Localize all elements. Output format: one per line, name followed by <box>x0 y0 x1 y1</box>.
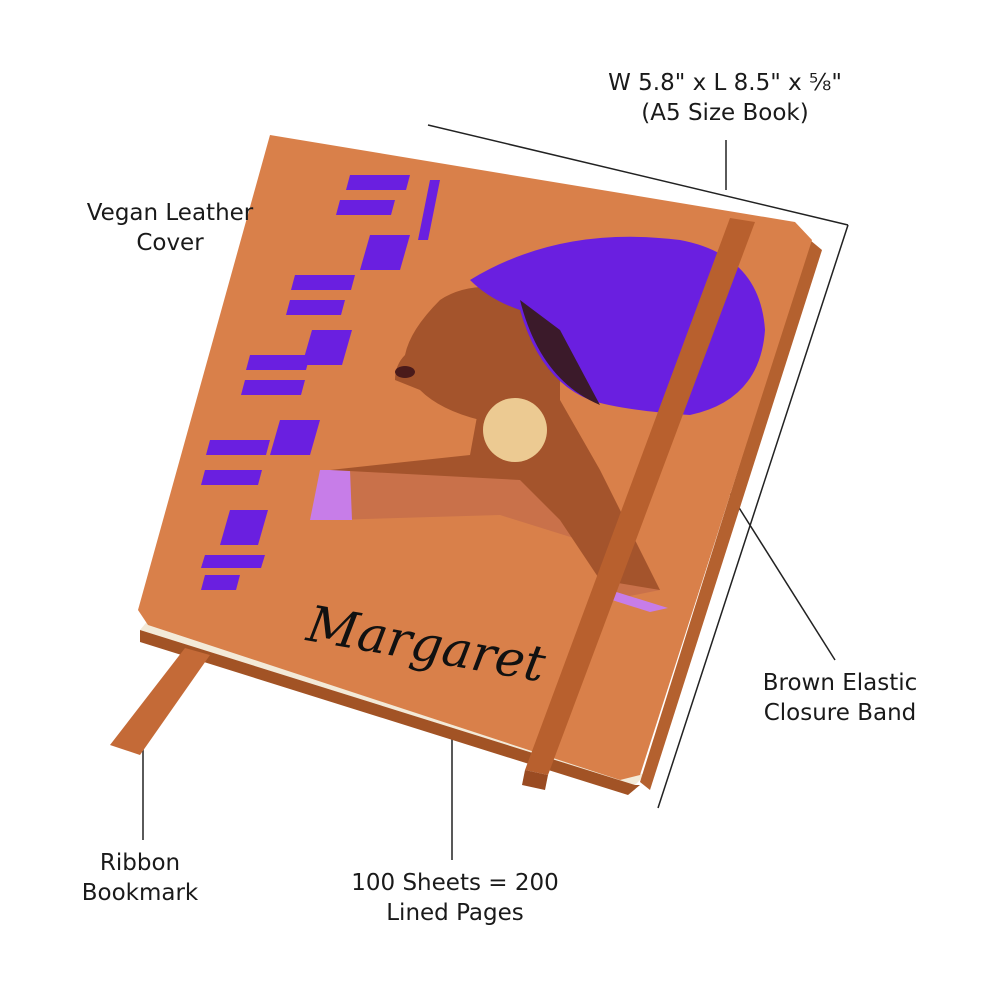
ribbon-label: Ribbon Bookmark <box>81 850 199 906</box>
cover-label: Vegan Leather Cover <box>86 200 254 256</box>
ribbon-bookmark[interactable] <box>110 648 210 755</box>
cover-stripes <box>201 175 440 590</box>
earring <box>483 398 547 462</box>
elastic-band[interactable] <box>525 218 755 775</box>
band-label: Brown Elastic Closure Band <box>762 670 918 726</box>
dimensions-label: W 5.8" x L 8.5" x ⅝" (A5 Size Book) <box>608 70 842 126</box>
pages-label: 100 Sheets = 200 Lined Pages <box>351 870 559 926</box>
